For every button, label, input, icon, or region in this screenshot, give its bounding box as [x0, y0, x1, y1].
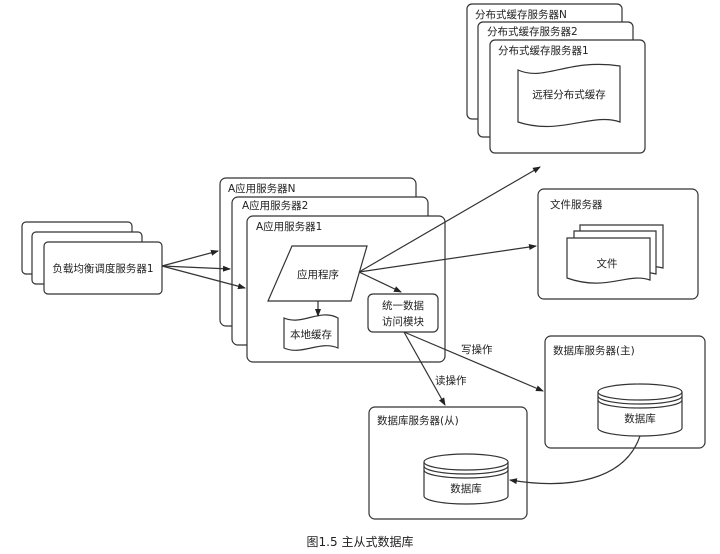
edge-lb-to-app-1 [161, 265, 246, 290]
edges: 写操作 读操作 [161, 166, 641, 485]
edge-read-to-slave [403, 331, 446, 406]
edge-lb-to-app-n [161, 249, 219, 267]
edge-lb-to-app-2 [161, 265, 231, 272]
data-access-module [367, 293, 439, 333]
app-program-shape [267, 245, 368, 302]
data-access-label-2: 访问模块 [382, 315, 424, 328]
load-balancer-1 [43, 241, 163, 295]
cache-server-2-label: 分布式缓存服务器2 [487, 25, 578, 38]
file-server: 文件服务器 文件 [537, 188, 699, 300]
cache-server-1-label: 分布式缓存服务器1 [498, 44, 589, 57]
app-server-1-label: A应用服务器1 [256, 220, 322, 233]
edge-app-to-file [358, 244, 537, 273]
cache-server-n-label: 分布式缓存服务器N [475, 8, 567, 21]
db-slave-db-label: 数据库 [450, 482, 482, 495]
write-operation-label: 写操作 [461, 343, 493, 356]
file-page-1 [566, 237, 651, 284]
edge-write-to-master [403, 331, 544, 392]
db-master-cylinder-top [597, 383, 683, 401]
app-server-stack: A应用服务器N A应用服务器2 A应用服务器1 应用程序 本地缓存 统一数据 访… [219, 177, 446, 363]
edge-app-to-cache [358, 166, 541, 273]
remote-cache-label: 远程分布式缓存 [532, 88, 606, 101]
remote-cache-shape [517, 63, 621, 128]
db-slave-cylinder-rings [423, 465, 509, 479]
edge-master-replicate-slave [509, 435, 641, 485]
db-master-db-label: 数据库 [624, 412, 656, 425]
file-label: 文件 [597, 257, 618, 270]
edge-app-to-data-access [358, 271, 402, 293]
local-cache-label: 本地缓存 [290, 328, 332, 341]
file-server-label: 文件服务器 [550, 198, 603, 211]
app-server-n-label: A应用服务器N [228, 182, 296, 195]
load-balancer-label: 负载均衡调度服务器1 [52, 262, 153, 275]
read-operation-label: 读操作 [435, 374, 467, 387]
figure-caption: 图1.5 主从式数据库 [307, 534, 414, 549]
db-master-cylinder-rings [597, 395, 683, 409]
data-access-label-1: 统一数据 [382, 299, 424, 312]
app-program-label: 应用程序 [297, 268, 339, 281]
db-master-label: 数据库服务器(主) [553, 344, 635, 357]
db-slave-server: 数据库服务器(从) 数据库 [368, 406, 528, 520]
db-slave-label: 数据库服务器(从) [377, 414, 459, 427]
db-slave-cylinder-top [423, 453, 509, 471]
load-balancer-stack: 负载均衡调度服务器1 [21, 221, 163, 295]
db-master-server: 数据库服务器(主) 数据库 [544, 335, 706, 449]
local-cache-shape [283, 314, 339, 351]
cache-server-stack: 分布式缓存服务器N 分布式缓存服务器2 分布式缓存服务器1 远程分布式缓存 [466, 3, 646, 154]
app-server-2-label: A应用服务器2 [242, 199, 308, 212]
